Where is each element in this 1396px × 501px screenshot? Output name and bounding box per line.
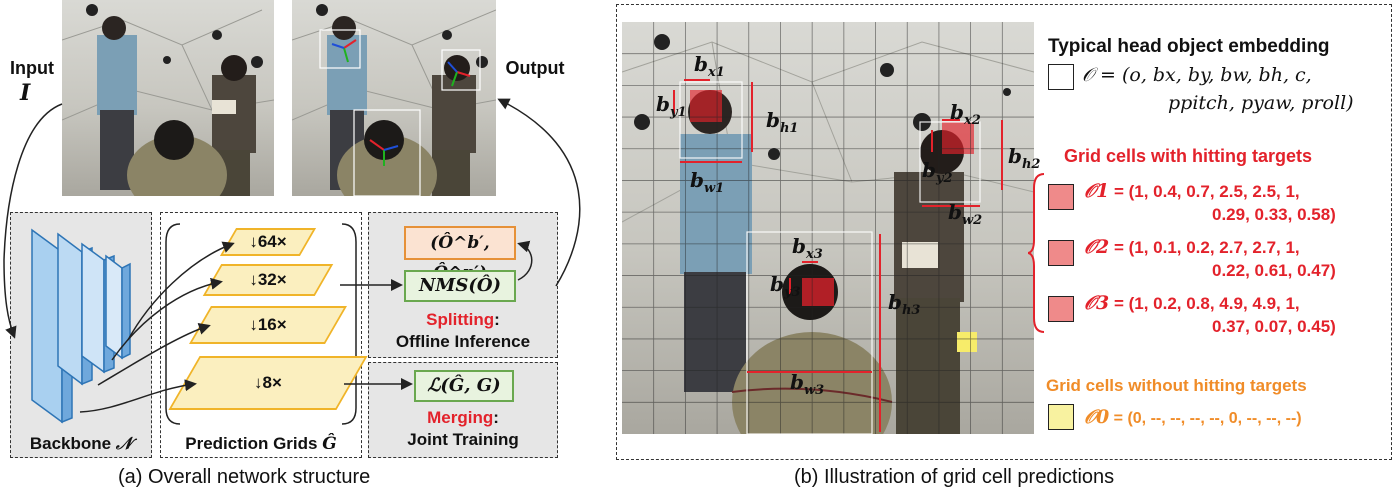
- input-scene: [62, 4, 274, 196]
- loss-box: ℒ(Ĝ, G): [414, 370, 514, 402]
- typical-formula-2: ppitch, pyaw, proll): [1168, 92, 1354, 114]
- input-symbol: I: [20, 80, 31, 106]
- bh2-label: bh2: [1008, 144, 1041, 172]
- panel-b: [616, 4, 1392, 460]
- hit-item-2-line2: 0.22, 0.61, 0.47): [1212, 261, 1336, 280]
- hit-item-3-line2: 0.37, 0.07, 0.45): [1212, 317, 1336, 336]
- by3-label: by3: [770, 272, 801, 300]
- hit-item-2: 𝒪2 = (1, 0.1, 0.2, 2.7, 2.7, 1,: [1084, 236, 1300, 258]
- output-photo: [292, 0, 496, 196]
- typical-swatch: [1048, 64, 1074, 90]
- hit-title: Grid cells with hitting targets: [1064, 146, 1313, 166]
- nohit-item: 𝒪0 = (0, --, --, --, --, 0, --, --, --): [1084, 406, 1302, 428]
- grids-brackets: [165, 223, 357, 425]
- hit-swatch-1: [1048, 184, 1074, 210]
- nohit-title: Grid cells without hitting targets: [1046, 376, 1307, 395]
- bh1-label: bh1: [766, 108, 799, 136]
- joint-training-label: Joint Training: [407, 430, 519, 449]
- backbone-symbol: 𝒩: [115, 434, 133, 454]
- backbone-label: Backbone: [29, 434, 112, 453]
- bw2-label: bw2: [948, 200, 983, 228]
- offline-inference-label: Offline Inference: [395, 332, 531, 351]
- hit-swatch-3: [1048, 296, 1074, 322]
- hit-item-1-line2: 0.29, 0.33, 0.58): [1212, 205, 1336, 224]
- bx3-label: bx3: [792, 234, 823, 262]
- by2-label: by2: [922, 158, 953, 186]
- backbone-layers: [31, 228, 131, 424]
- grid-photo: [622, 22, 1034, 434]
- typical-formula-1: 𝒪 = (o, bx, by, bw, bh, c,: [1082, 64, 1312, 86]
- grid-scene: [622, 22, 1034, 434]
- caption-a: (a) Overall network structure: [118, 466, 371, 488]
- merging-label: Merging: [427, 408, 494, 427]
- splitting-label: Splitting: [426, 310, 495, 329]
- typical-title: Typical head object embedding: [1048, 36, 1330, 57]
- caption-b: (b) Illustration of grid cell prediction…: [794, 466, 1115, 488]
- hit-item-3: 𝒪3 = (1, 0.2, 0.8, 4.9, 4.9, 1,: [1084, 292, 1300, 314]
- flow-arrows: [3, 98, 581, 413]
- hit-swatch-2: [1048, 240, 1074, 266]
- nms-box: NMS(Ô): [404, 270, 516, 302]
- input-label: Input: [10, 58, 54, 78]
- by1-label: by1: [656, 92, 687, 120]
- bx2-label: bx2: [950, 100, 981, 128]
- bw1-label: bw1: [690, 168, 725, 196]
- bh3-label: bh3: [888, 290, 921, 318]
- output-label: Output: [505, 58, 565, 78]
- bw3-label: bw3: [790, 370, 825, 398]
- nohit-swatch: [1048, 404, 1074, 430]
- output-scene: [292, 4, 496, 196]
- grids-symbol: Ĝ: [322, 434, 337, 454]
- hit-brace: [1028, 173, 1045, 333]
- input-photo: [62, 0, 274, 196]
- bx1-label: bx1: [694, 52, 725, 80]
- hit-item-1: 𝒪1 = (1, 0.4, 0.7, 2.5, 2.5, 1,: [1084, 180, 1300, 202]
- grids-label: Prediction Grids: [185, 434, 318, 453]
